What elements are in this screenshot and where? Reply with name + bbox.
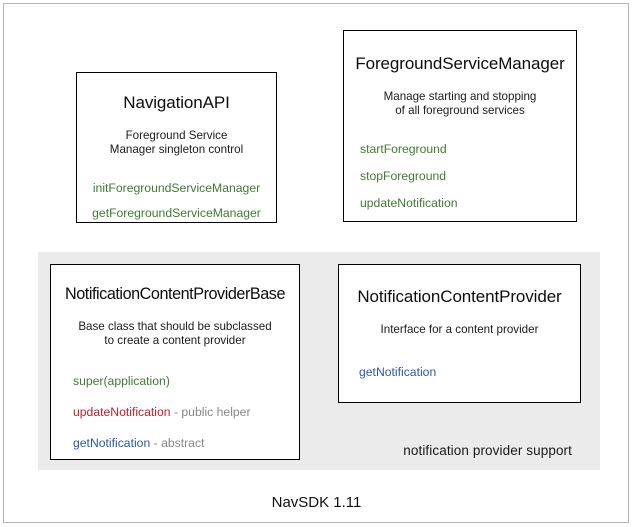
method-item[interactable]: super(application) <box>73 374 299 388</box>
method-name: getNotification <box>359 365 437 379</box>
method-name: startForeground <box>360 142 447 156</box>
method-name: updateNotification <box>360 196 458 210</box>
method-name: getNotification <box>73 436 151 450</box>
class-box-notification-content-provider[interactable]: NotificationContentProvider Interface fo… <box>338 264 581 403</box>
class-box-navigation-api[interactable]: NavigationAPI Foreground Service Manager… <box>76 72 277 223</box>
class-title-foreground-service-manager: ForegroundServiceManager <box>355 54 565 73</box>
class-description-notification-content-provider: Interface for a content provider <box>339 323 580 337</box>
method-item[interactable]: updateNotification - public helper <box>73 405 299 419</box>
method-name: getForegroundServiceManager <box>92 206 261 220</box>
method-list-foreground-service-manager: startForeground stopForeground updateNot… <box>344 142 576 210</box>
group-panel-caption: notification provider support <box>403 443 572 458</box>
method-name: stopForeground <box>360 169 447 183</box>
method-item[interactable]: getForegroundServiceManager <box>77 206 276 220</box>
class-description-notification-content-provider-base: Base class that should be subclassed to … <box>51 320 299 348</box>
method-item[interactable]: updateNotification <box>360 196 576 210</box>
class-box-notification-content-provider-base[interactable]: NotificationContentProviderBase Base cla… <box>50 264 300 460</box>
method-item[interactable]: initForegroundServiceManager <box>77 181 276 195</box>
class-title-navigation-api: NavigationAPI <box>123 93 230 112</box>
method-list-navigation-api: initForegroundServiceManager getForegrou… <box>77 181 276 220</box>
method-name: super(application) <box>73 374 170 388</box>
method-name: updateNotification <box>73 405 171 419</box>
class-box-foreground-service-manager[interactable]: ForegroundServiceManager Manage starting… <box>343 30 577 222</box>
class-description-line: Manage starting and stopping <box>383 90 537 103</box>
method-name: initForegroundServiceManager <box>92 181 261 195</box>
class-title-notification-content-provider-base: NotificationContentProviderBase <box>65 285 285 303</box>
method-item[interactable]: getNotification - abstract <box>73 436 299 450</box>
footer-version-label: NavSDK 1.11 <box>271 494 362 511</box>
class-description-foreground-service-manager: Manage starting and stopping of all fore… <box>344 90 576 118</box>
method-item[interactable]: getNotification <box>359 365 580 379</box>
class-description-line: Manager singleton control <box>109 143 244 156</box>
class-description-line: Interface for a content provider <box>380 323 539 336</box>
method-list-notification-content-provider-base: super(application) updateNotification - … <box>51 374 299 450</box>
method-note: - abstract <box>150 436 205 450</box>
method-item[interactable]: stopForeground <box>360 169 576 183</box>
class-description-line: of all foreground services <box>395 104 525 117</box>
method-item[interactable]: startForeground <box>360 142 576 156</box>
class-description-line: Foreground Service <box>125 129 228 142</box>
class-description-line: Base class that should be subclassed <box>78 320 272 333</box>
class-title-notification-content-provider: NotificationContentProvider <box>357 287 562 306</box>
method-note: - public helper <box>170 405 251 419</box>
method-list-notification-content-provider: getNotification <box>339 365 580 379</box>
class-description-navigation-api: Foreground Service Manager singleton con… <box>77 129 276 157</box>
class-description-line: to create a content provider <box>104 334 246 347</box>
